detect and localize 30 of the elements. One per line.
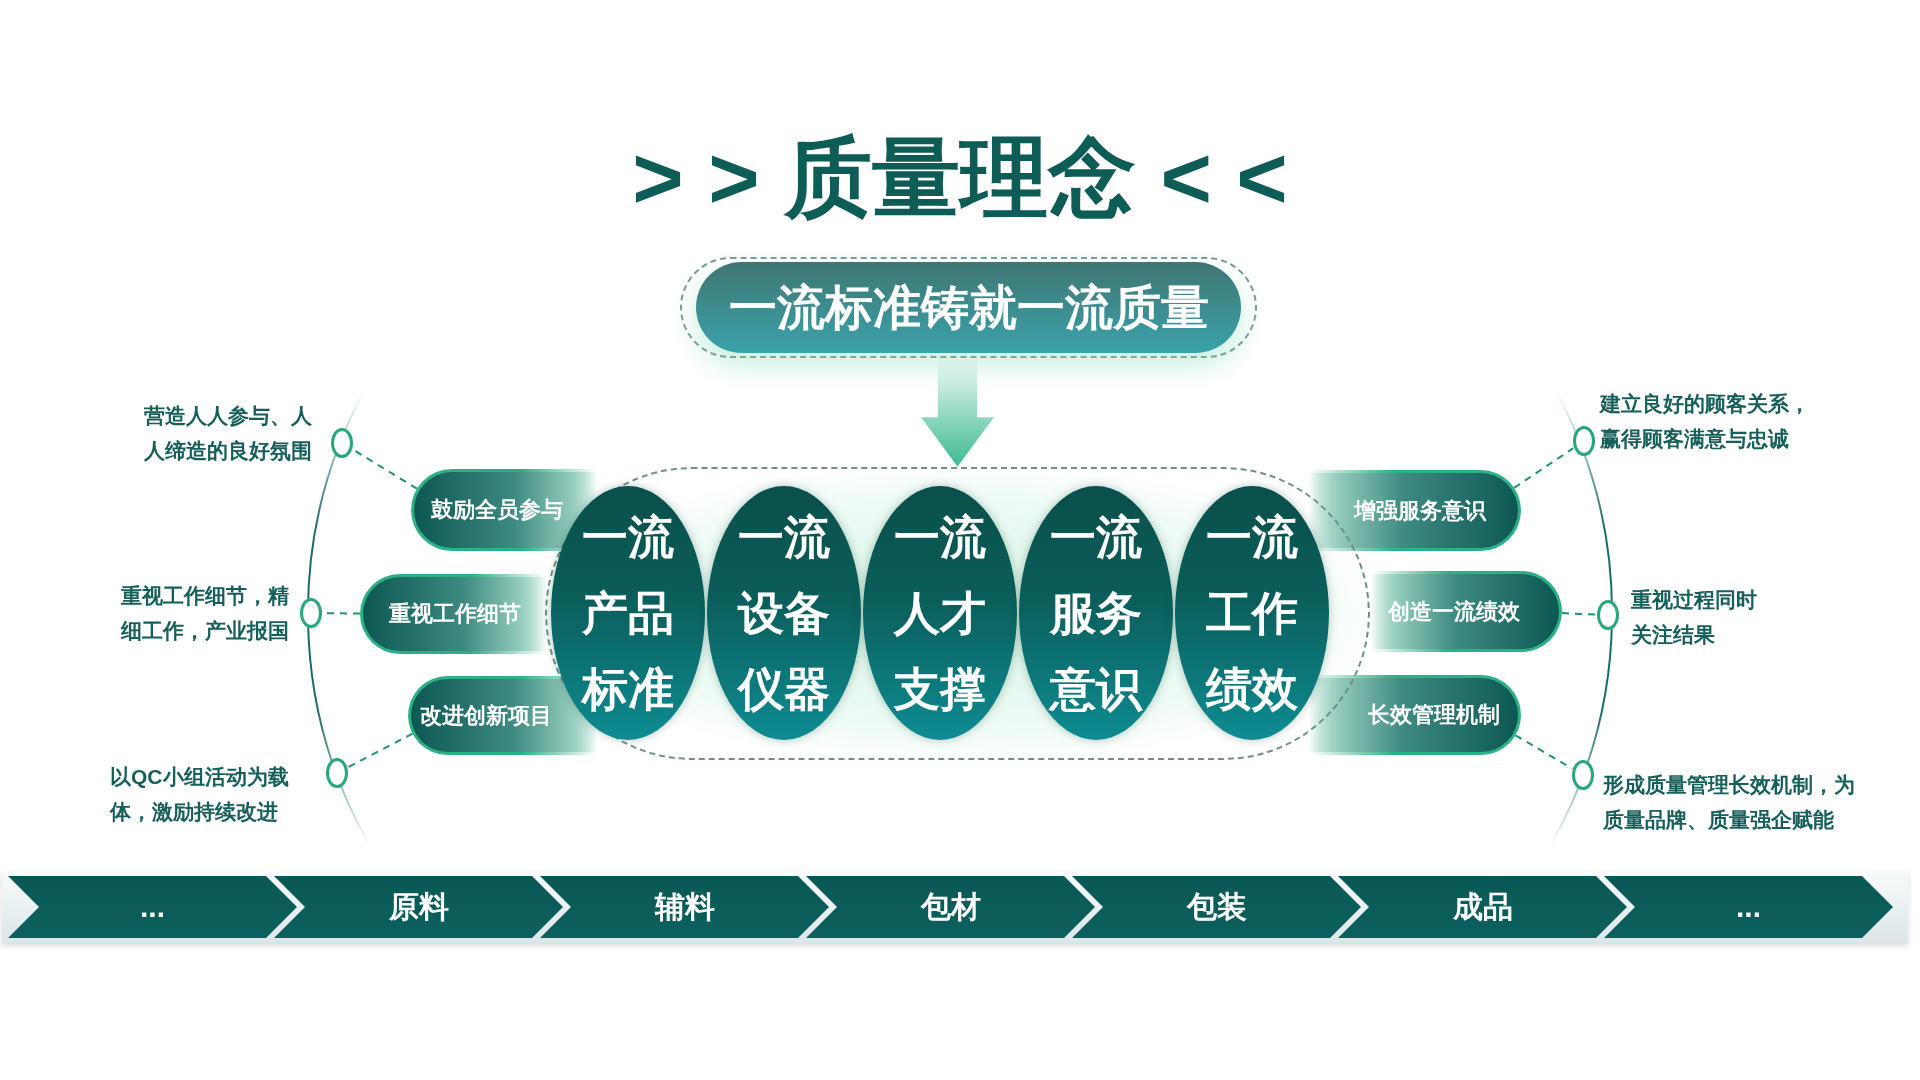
note-text: 重视工作细节，精细工作，产业报国 [121, 583, 290, 644]
note-text: 建立良好的顾客关系，赢得顾客满意与忠诚 [1600, 391, 1811, 452]
chevron-step: ... [1604, 876, 1893, 938]
chevron-step: 原料 [274, 876, 563, 938]
ring-marker [325, 757, 349, 789]
oval-badge: 一流设备仪器 [707, 486, 861, 740]
oval-badge: 一流人才支撑 [863, 486, 1017, 740]
chevron-step: 成品 [1338, 876, 1627, 938]
tag-pill: 增强服务意识 [1310, 470, 1521, 551]
connector-line [347, 732, 414, 769]
page-title: > > 质量理念 < < [632, 127, 1288, 229]
ring-marker [330, 427, 354, 459]
chevron-step: ... [8, 876, 297, 938]
connector-line [1513, 447, 1575, 489]
ring-marker [1572, 425, 1596, 457]
ring-marker [1571, 759, 1595, 791]
note-text: 形成质量管理长效机制，为质量品牌、质量强企赋能 [1603, 772, 1856, 833]
ring-marker [299, 597, 323, 629]
note-text: 以QC小组活动为载体，激励持续改进 [110, 764, 290, 825]
oval-badge: 一流工作绩效 [1175, 486, 1329, 740]
note-text: 营造人人参与、人人缔造的良好氛围 [144, 403, 313, 464]
banner-pill: 一流标准铸就一流质量 [696, 262, 1241, 353]
chevron-step: 包装 [1072, 876, 1361, 938]
note-text: 重视过程同时关注结果 [1631, 587, 1758, 648]
connector-line [1514, 734, 1573, 770]
chevron-step: 包材 [806, 876, 1095, 938]
connector-line [1561, 612, 1597, 616]
chevron-step: 辅料 [540, 876, 829, 938]
oval-badge: 一流服务意识 [1019, 486, 1173, 740]
ring-marker [1596, 599, 1620, 631]
